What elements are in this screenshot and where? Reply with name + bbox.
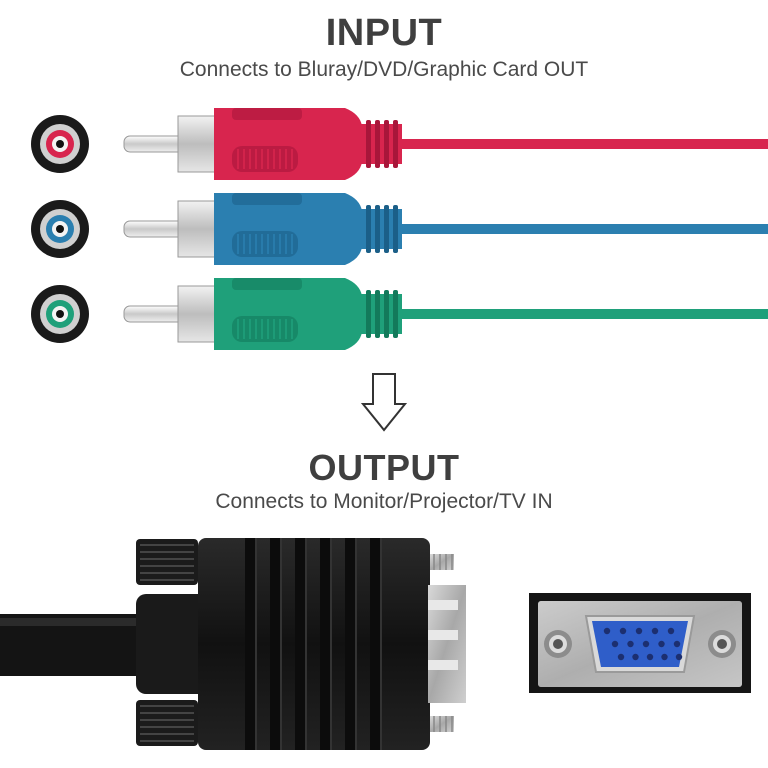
vga-pin-hole (661, 653, 668, 661)
vga-port-icon (529, 593, 751, 693)
vga-pin-hole (667, 627, 675, 635)
rca-plug-blue (123, 193, 768, 265)
vga-pin-hole (632, 653, 639, 661)
rca-plug-red (123, 108, 768, 180)
input-title: INPUT (325, 12, 443, 54)
vga-pin-hole (627, 640, 634, 648)
vga-pin-hole (675, 653, 683, 661)
vga-pin-hole (617, 653, 625, 661)
vga-pin-hole (642, 640, 650, 648)
vga-pin-hole (673, 640, 681, 648)
vga-pin-hole (603, 627, 611, 635)
vga-pin-hole (619, 627, 627, 635)
output-title: OUTPUT (308, 447, 460, 488)
vga-pin-hole (651, 627, 659, 635)
rca-jack-green-icon (31, 285, 89, 343)
vga-pin-hole (611, 640, 619, 648)
output-subtitle: Connects to Monitor/Projector/TV IN (215, 490, 553, 513)
down-arrow-icon (360, 373, 408, 432)
rca-jack-red-icon (31, 115, 89, 173)
rca-plug-green (123, 278, 768, 350)
rca-jack-blue-icon (31, 200, 89, 258)
input-subtitle: Connects to Bluray/DVD/Graphic Card OUT (179, 58, 589, 81)
vga-pin-hole (635, 627, 643, 635)
vga-pin-hole (658, 640, 665, 648)
vga-plug-icon (0, 538, 466, 750)
vga-pin-hole (646, 653, 654, 661)
